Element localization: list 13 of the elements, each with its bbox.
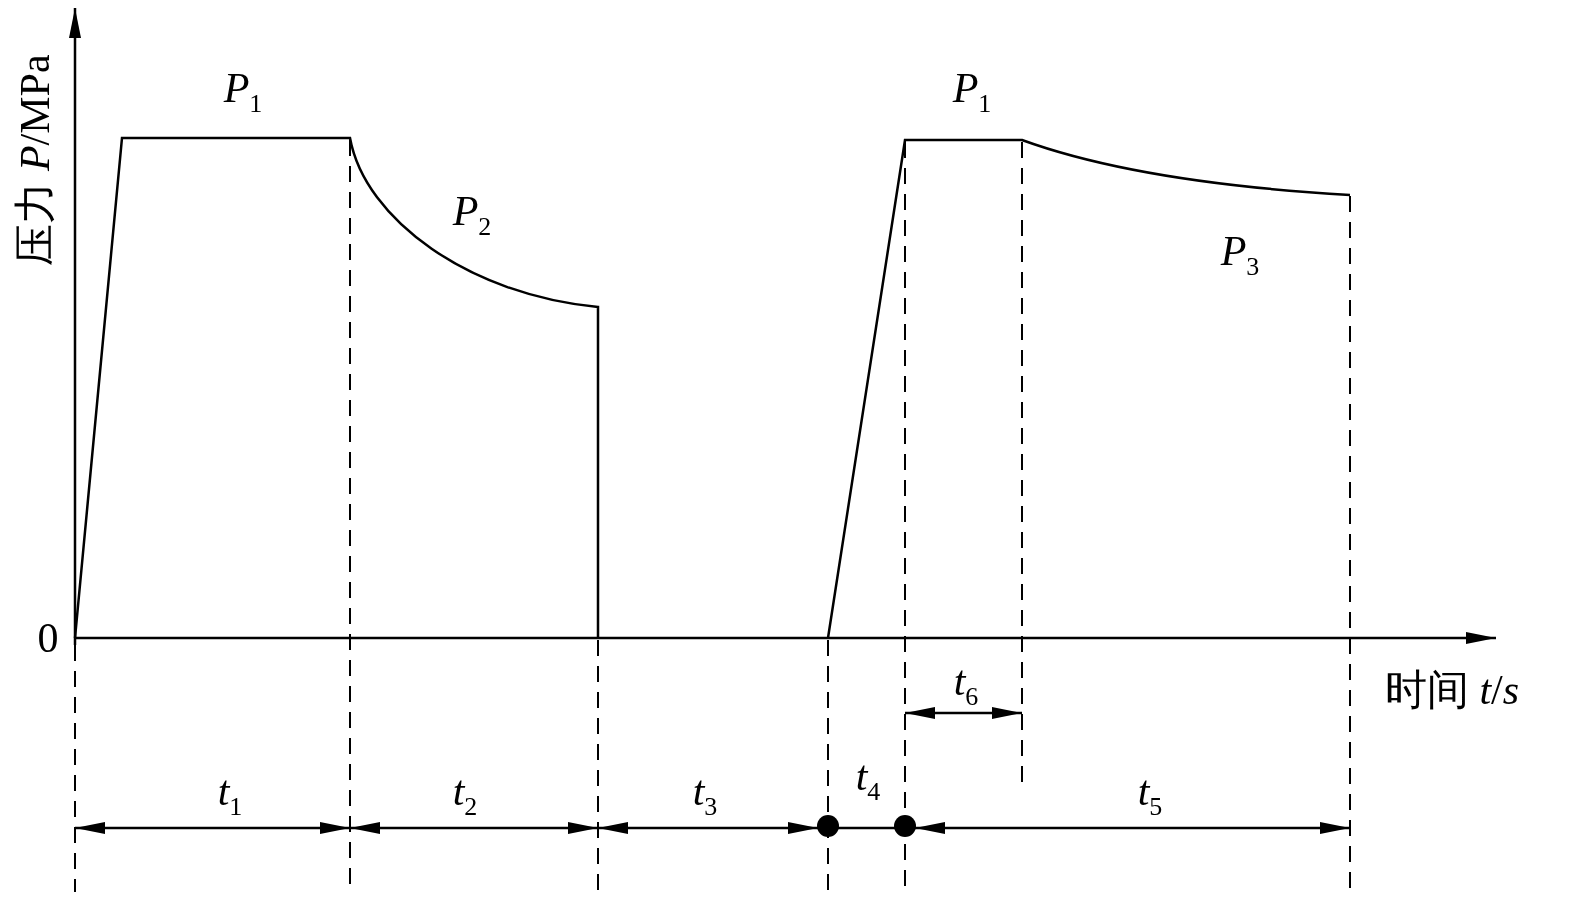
curve-label: P$_{3}$: [1220, 230, 1260, 280]
axis-label: 压力 P/MPa: [14, 54, 56, 266]
axis-label: 时间 t/s: [1384, 669, 1520, 711]
axis-tick-label: 0: [37, 617, 59, 659]
dimension-label: t$_{3}$: [692, 770, 718, 820]
dimension-label: t$_{5}$: [1137, 770, 1163, 820]
curve-label: P$_{1}$: [223, 67, 263, 117]
dimension-label: t$_{4}$: [855, 755, 881, 805]
curve-label: P$_{2}$: [452, 190, 492, 240]
dimension-label: t$_{2}$: [452, 770, 478, 820]
dimension-label: t$_{6}$: [953, 660, 979, 710]
dimension-label: t$_{1}$: [217, 770, 243, 820]
curve-label: P$_{1}$: [952, 67, 992, 117]
